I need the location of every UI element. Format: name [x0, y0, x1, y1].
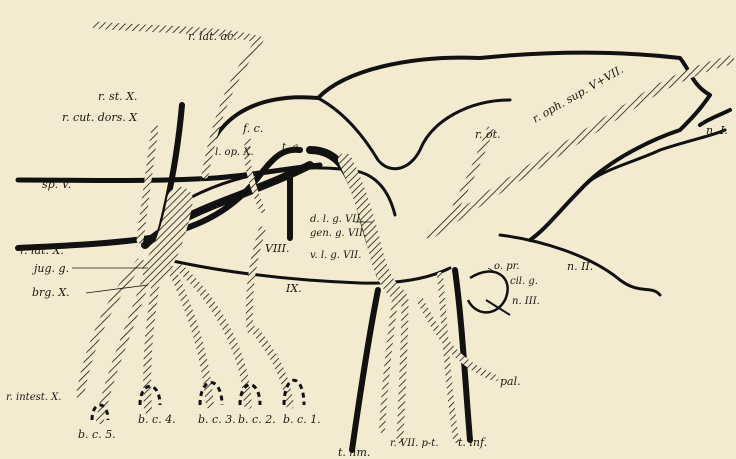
- label-r-st-x: r. st. X.: [98, 90, 137, 103]
- misc-branch: [382, 300, 395, 430]
- n-i-tip: [700, 110, 730, 125]
- label-t-inf: t. inf.: [458, 436, 487, 449]
- label-r-lat-ac: r. lat. ac.: [188, 30, 237, 43]
- ix-nerve: [249, 230, 262, 330]
- label-l-op-x: l. op. X.: [215, 147, 254, 158]
- r-vii-pt-nerve: [400, 300, 405, 440]
- jug-g-hatch: [155, 200, 180, 270]
- label-cil-g: cil. g.: [510, 276, 538, 287]
- label-o-pr: o. pr.: [494, 261, 519, 272]
- label-jug-g: jug. g.: [31, 262, 69, 275]
- label-viii: VIII.: [265, 242, 289, 255]
- label-bc2: b. c. 2.: [238, 413, 276, 426]
- label-f-c: f. c.: [242, 122, 263, 135]
- label-t-a: t. a.: [282, 142, 302, 153]
- label-n-iii: n. III.: [512, 296, 540, 307]
- label-r-ot: r. ot.: [475, 128, 501, 141]
- label-v-lg-vii: v. l. g. VII.: [310, 250, 361, 261]
- label-r-cut-dors-x: r. cut. dors. X: [62, 111, 138, 124]
- label-brg-x: brg. X.: [32, 286, 70, 299]
- label-n-ii: n. II.: [567, 260, 593, 273]
- label-bc1: b. c. 1.: [283, 413, 321, 426]
- t-hm-nerve: [352, 290, 378, 450]
- label-gen-g-vii: gen. g. VII.: [310, 228, 366, 239]
- label-r-intest-x: r. intest. X.: [6, 392, 61, 403]
- branch-bc5: [100, 268, 150, 420]
- label-r-lat-x: r. lat. X.: [20, 244, 64, 257]
- label-ix: IX.: [285, 282, 302, 295]
- label-n-i: n. I.: [706, 124, 728, 137]
- r-cut-dors-x-nerve: [140, 128, 155, 240]
- hindbrain-floor: [160, 258, 450, 283]
- label-r-vii-pt: r. VII. p-t.: [390, 438, 439, 449]
- label-bc3: b. c. 3.: [198, 413, 236, 426]
- label-pal: pal.: [500, 375, 521, 388]
- label-t-hm: t. hm.: [338, 446, 370, 459]
- t-inf-hatch: [440, 275, 456, 440]
- cil-g-loop: [468, 272, 508, 313]
- label-bc5: b. c. 5.: [78, 428, 116, 441]
- label-bc4: b. c. 4.: [138, 413, 176, 426]
- label-sp-v: sp. V.: [42, 178, 71, 191]
- label-d-lg-vii: d. l. g. VII.: [310, 214, 363, 225]
